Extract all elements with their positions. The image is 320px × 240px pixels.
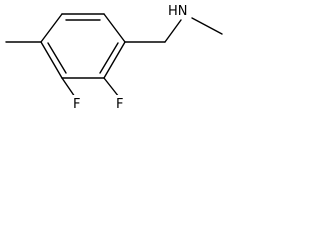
- ring-bond-top-left: [40, 13, 63, 43]
- fluorine-right-label: F: [116, 97, 123, 112]
- fluorine-left-label: F: [73, 97, 80, 112]
- molecule-structure: HN F F: [5, 3, 223, 112]
- f-left-bond: [61, 77, 76, 98]
- ch2-nh-bond: [164, 19, 182, 43]
- nh-label-bg: [167, 3, 189, 19]
- nh-methyl-bond: [191, 17, 223, 35]
- ring-bond-top-right: [103, 13, 126, 43]
- ring-bond-bottom-left: [40, 41, 63, 79]
- f-right-label-bg: [115, 95, 127, 111]
- ring-double-bond-left: [47, 42, 67, 74]
- f-left-label-bg: [72, 95, 84, 111]
- ring-bond-bottom-right: [103, 41, 126, 79]
- f-right-bond: [103, 77, 120, 98]
- nh-label: HN: [168, 4, 188, 19]
- ring-double-bond-right: [99, 42, 119, 74]
